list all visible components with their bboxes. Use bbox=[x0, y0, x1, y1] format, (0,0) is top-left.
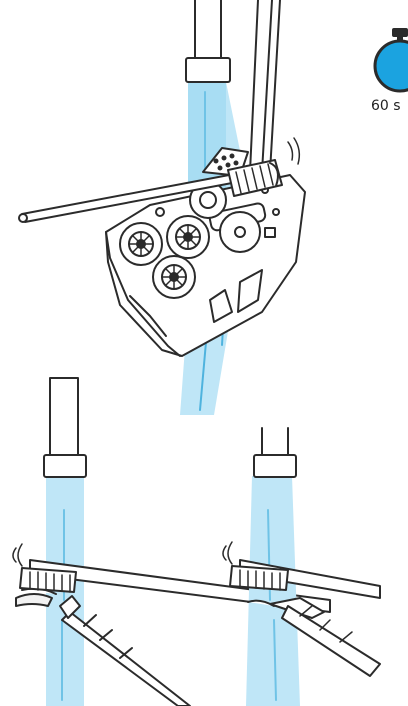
stopwatch-icon bbox=[375, 28, 408, 91]
faucet-top bbox=[186, 0, 230, 82]
faucet-left bbox=[44, 378, 86, 477]
faucet-right bbox=[254, 428, 296, 477]
scrub-motion-marks-top bbox=[288, 138, 299, 164]
brush-handle-vertical bbox=[250, 0, 280, 172]
scrub-motion-marks-left bbox=[13, 544, 22, 566]
scene-right-instrument-cleaning bbox=[223, 428, 380, 706]
scrub-motion-marks-right bbox=[223, 542, 232, 564]
scene-cassette-cleaning bbox=[19, 0, 305, 415]
water-stream-right bbox=[246, 476, 300, 706]
timer-duration-label: 60 s bbox=[371, 98, 401, 114]
grasper-instrument-left bbox=[16, 589, 190, 706]
